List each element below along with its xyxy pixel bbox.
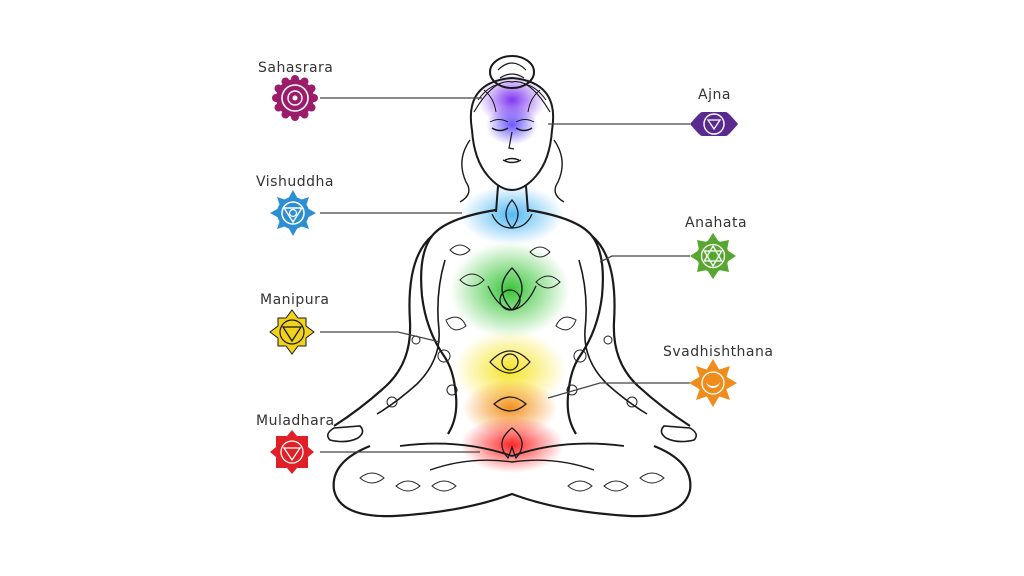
label-muladhara: Muladhara (256, 413, 335, 429)
manipura-triangle-lotus-icon (269, 309, 315, 355)
connector-manipura (320, 331, 441, 343)
vishuddha-circle-triangle-lotus-icon (270, 190, 316, 236)
connector-anahata (599, 255, 690, 263)
muladhara-square-triangle-lotus-icon (270, 430, 314, 474)
label-vishuddha: Vishuddha (256, 174, 334, 190)
connector-svadhishthana (547, 382, 690, 399)
label-anahata: Anahata (685, 215, 748, 231)
sahasrara-lotus-icon (272, 75, 318, 121)
label-manipura: Manipura (260, 292, 330, 308)
svadhishthana-crescent-lotus-icon (689, 359, 737, 407)
meditating-woman-icon (326, 55, 698, 518)
anahata-hexagram-lotus-icon (690, 233, 736, 279)
connector-lines (320, 97, 690, 453)
ajna-two-petal-lotus-icon (690, 112, 738, 136)
label-sahasrara: Sahasrara (258, 60, 334, 76)
label-svadhishthana: Svadhishthana (663, 344, 774, 360)
label-ajna: Ajna (698, 87, 731, 103)
